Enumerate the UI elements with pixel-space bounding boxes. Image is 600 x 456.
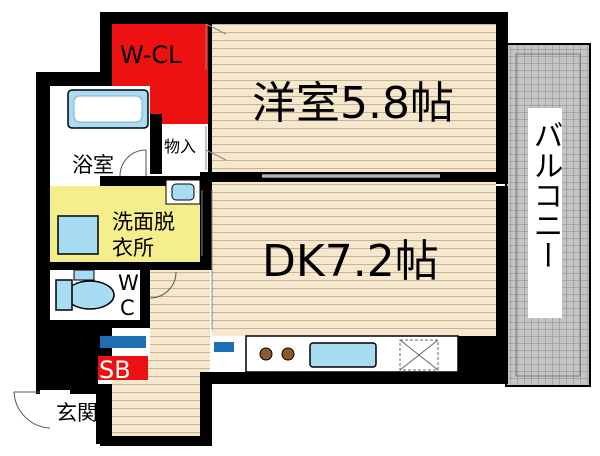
toilet-room: W C: [50, 269, 177, 320]
western-room-label: 洋室5.8帖: [252, 78, 454, 129]
washroom: 洗面脱 衣所: [50, 179, 203, 262]
shoe-box-label: SB: [99, 356, 131, 384]
toilet-label-1: W: [118, 271, 139, 295]
bath-label: 浴室: [72, 153, 114, 177]
entrance: 玄関: [13, 391, 98, 436]
balcony-label: バルコニー: [528, 108, 563, 318]
western-room: 洋室5.8帖: [252, 78, 454, 178]
bath: 浴室: [50, 86, 150, 177]
toilet-label-2: C: [120, 296, 135, 320]
shoe-box: SB: [98, 336, 148, 384]
walk-in-closet-label: W-CL: [120, 41, 182, 69]
washroom-label-2: 衣所: [112, 236, 154, 260]
storage-label: 物入: [164, 137, 196, 156]
dk-label: DK7.2帖: [262, 236, 439, 287]
washroom-label-1: 洗面脱: [112, 210, 175, 234]
entrance-label: 玄関: [56, 401, 98, 425]
storage: 物入: [162, 124, 227, 172]
dining-kitchen: DK7.2帖: [211, 190, 459, 373]
balcony-label-text: バルコニー: [528, 120, 563, 270]
